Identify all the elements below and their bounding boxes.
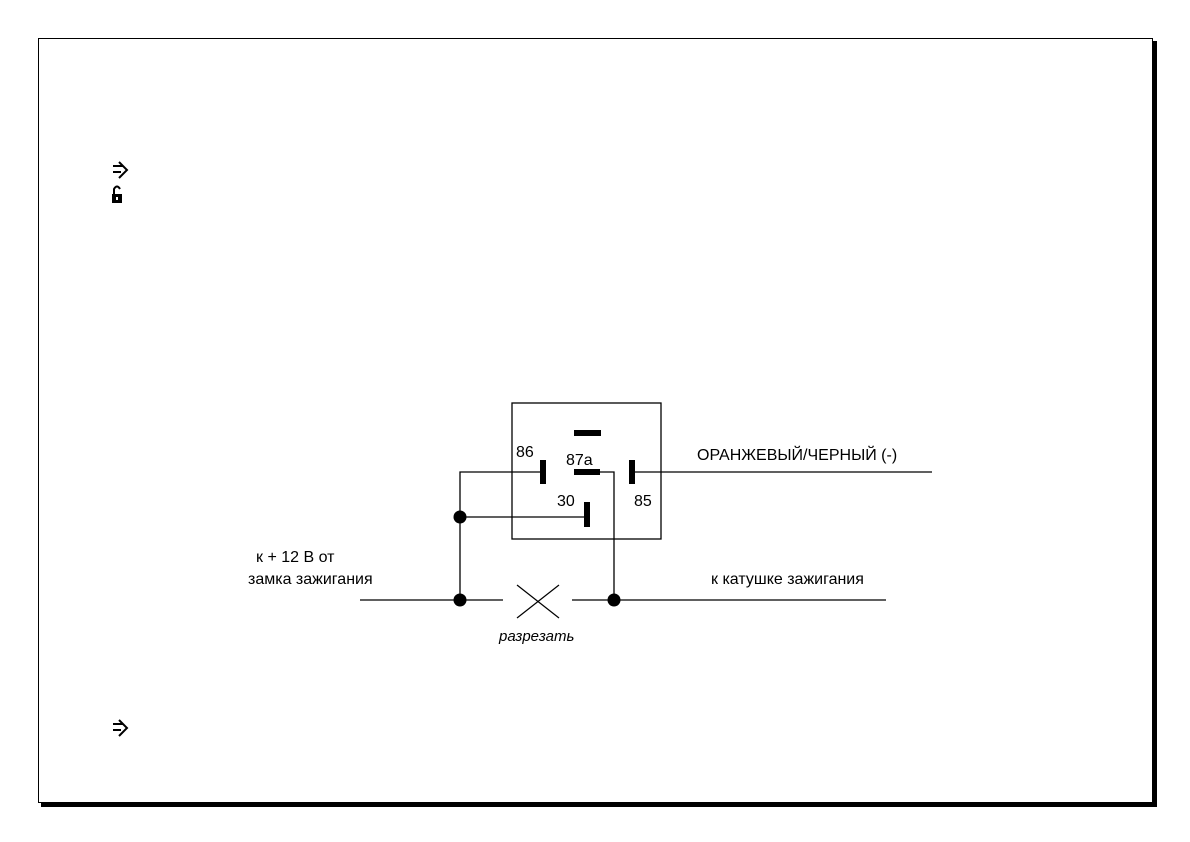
page-frame (38, 38, 1153, 803)
relay-contact-87 (574, 430, 601, 436)
ignition-source-label-line2: замка зажигания (248, 571, 373, 588)
relay-pin-85-contact (629, 460, 635, 484)
pin-86-label: 86 (516, 444, 534, 461)
pin-85-label: 85 (634, 493, 652, 510)
wire-orange-black-label: ОРАНЖЕВЫЙ/ЧЕРНЫЙ (-) (697, 445, 897, 464)
pin-30-label: 30 (557, 493, 575, 510)
horn-icon (113, 719, 129, 737)
junction-dot (453, 593, 467, 607)
junction-dot (607, 593, 621, 607)
unlock-icon (112, 185, 122, 203)
horn-icon (113, 161, 129, 179)
relay-body (511, 402, 662, 540)
wires (360, 471, 932, 601)
ignition-source-label-line1: к + 12 В от (256, 549, 335, 566)
junction-dot (453, 510, 467, 524)
relay-pin-86-contact (540, 460, 546, 484)
pin-87a-label: 87a (566, 452, 593, 469)
relay-pin-30-contact (584, 502, 590, 527)
relay-contact-87a (574, 469, 600, 475)
to-ignition-coil-label: к катушке зажигания (711, 571, 864, 588)
frame-shadow-bottom (41, 803, 1157, 807)
cut-label: разрезать (498, 628, 574, 645)
cut-mark-icon (516, 584, 560, 619)
frame-shadow-right (1153, 41, 1157, 807)
